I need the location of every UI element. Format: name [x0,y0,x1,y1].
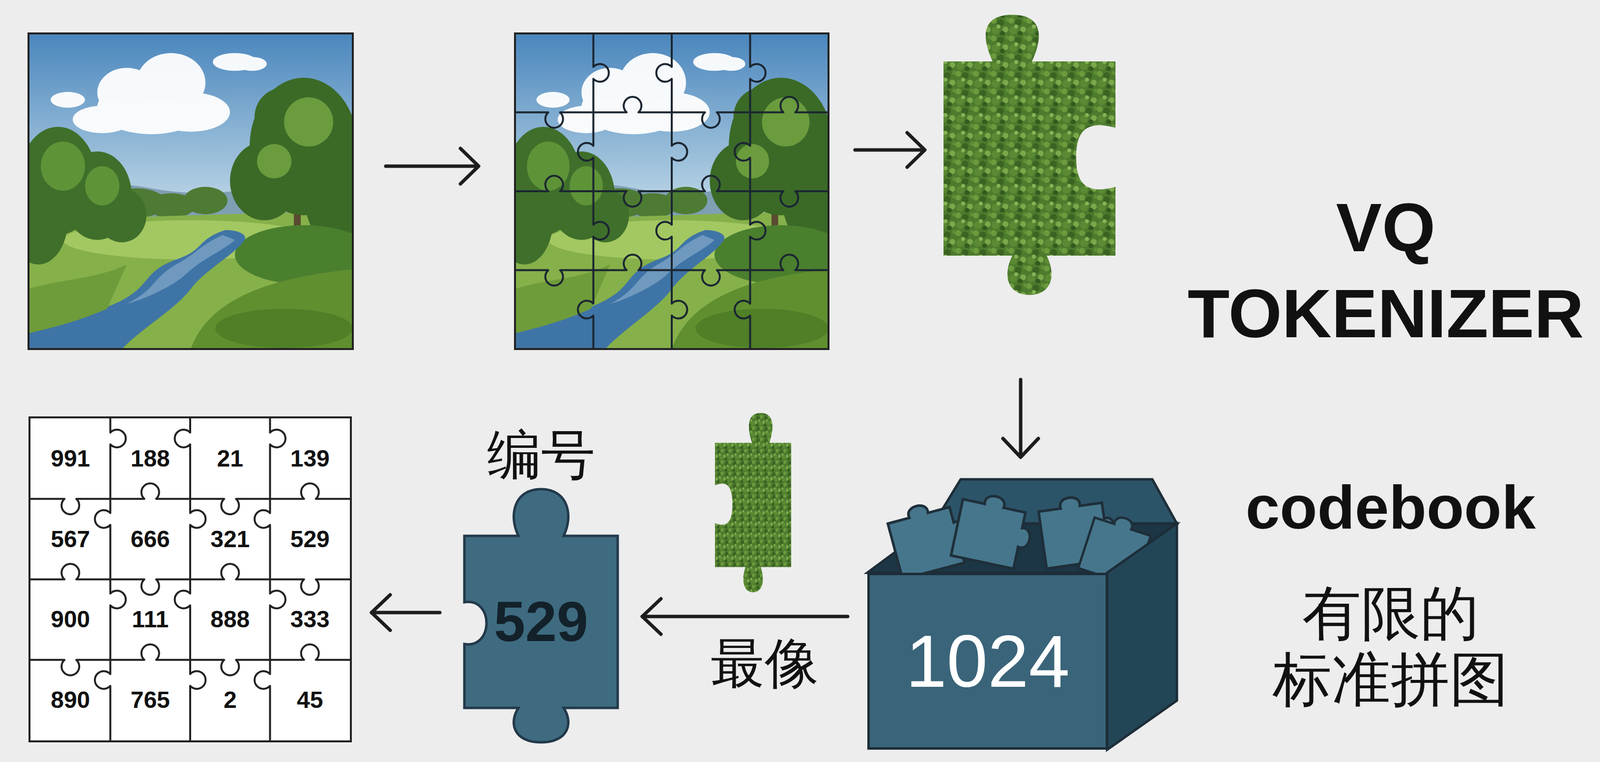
grid-cell: 567 [30,498,111,580]
diagram-title: VQ TOKENIZER [1174,184,1598,357]
arrow [855,132,925,168]
code-grid: 991 188 21 139 567 666 321 529 900 111 888 333 890 76… [28,416,352,743]
grid-cell: 2 [190,659,271,741]
code-number: 139 [290,446,330,471]
puzzle-cut [514,33,829,349]
arrow [1002,379,1039,458]
arrow [385,148,479,184]
code-number: 111 [131,607,169,631]
arrow-head [371,594,391,630]
grid-cell: 890 [30,659,111,741]
piece-shape [464,488,618,743]
grid-cell: 21 [190,418,271,499]
grid-cell: 765 [110,659,191,741]
frame [514,33,829,349]
code-number: 188 [130,446,171,471]
piece-heading: 编号 [459,422,623,487]
code-number: 2 [223,687,237,712]
piece-body: 529 [459,486,623,745]
connector [371,594,440,630]
landscape [8,33,373,349]
puzzle-cuts [514,33,829,349]
codebook-box: 1024 [867,572,1109,750]
code-number: 890 [50,687,90,712]
code-number: 21 [217,446,244,471]
code-number: 900 [50,607,90,631]
codebook-size: 1024 [905,624,1070,698]
green-piece-small [714,412,792,593]
connector [642,598,848,634]
piece-number: 529 [493,593,589,650]
connector-line [371,610,440,615]
code-number: 991 [50,446,90,471]
grid-cell: 111 [110,579,191,660]
codebook-piece [950,489,1037,571]
grid-cell: 991 [30,418,111,499]
side-label: codebook [1218,471,1563,543]
connector-line [642,614,848,619]
code-number: 567 [50,527,90,551]
arrow-head [642,598,661,634]
grid-cell: 529 [270,498,351,580]
landscape-split [495,33,848,349]
code-number: 321 [210,527,250,551]
code-number: 765 [130,687,171,712]
box-side [1107,523,1177,750]
grid-cell: 45 [270,659,351,741]
piece-label: 529 [459,535,623,708]
frame [28,33,353,349]
grid-cell: 188 [110,418,191,499]
code-number: 333 [290,607,330,631]
grid-cell: 666 [110,498,191,580]
side-note: 有限的 标准拼图 [1243,579,1539,713]
edge-label: 最像 [707,632,822,693]
code-number: 45 [296,687,323,712]
puzzle-cut [30,418,350,741]
green-piece [943,14,1116,295]
grid-cell: 321 [190,498,271,580]
code-piece: 编号 529 [459,422,623,745]
code-number: 888 [210,607,250,631]
grid-cell: 139 [270,418,351,499]
grid-cell: 333 [270,579,351,660]
code-number: 666 [130,527,171,551]
grid-cell: 900 [30,579,111,660]
code-number: 529 [290,527,330,551]
grid-cell: 888 [190,579,271,660]
